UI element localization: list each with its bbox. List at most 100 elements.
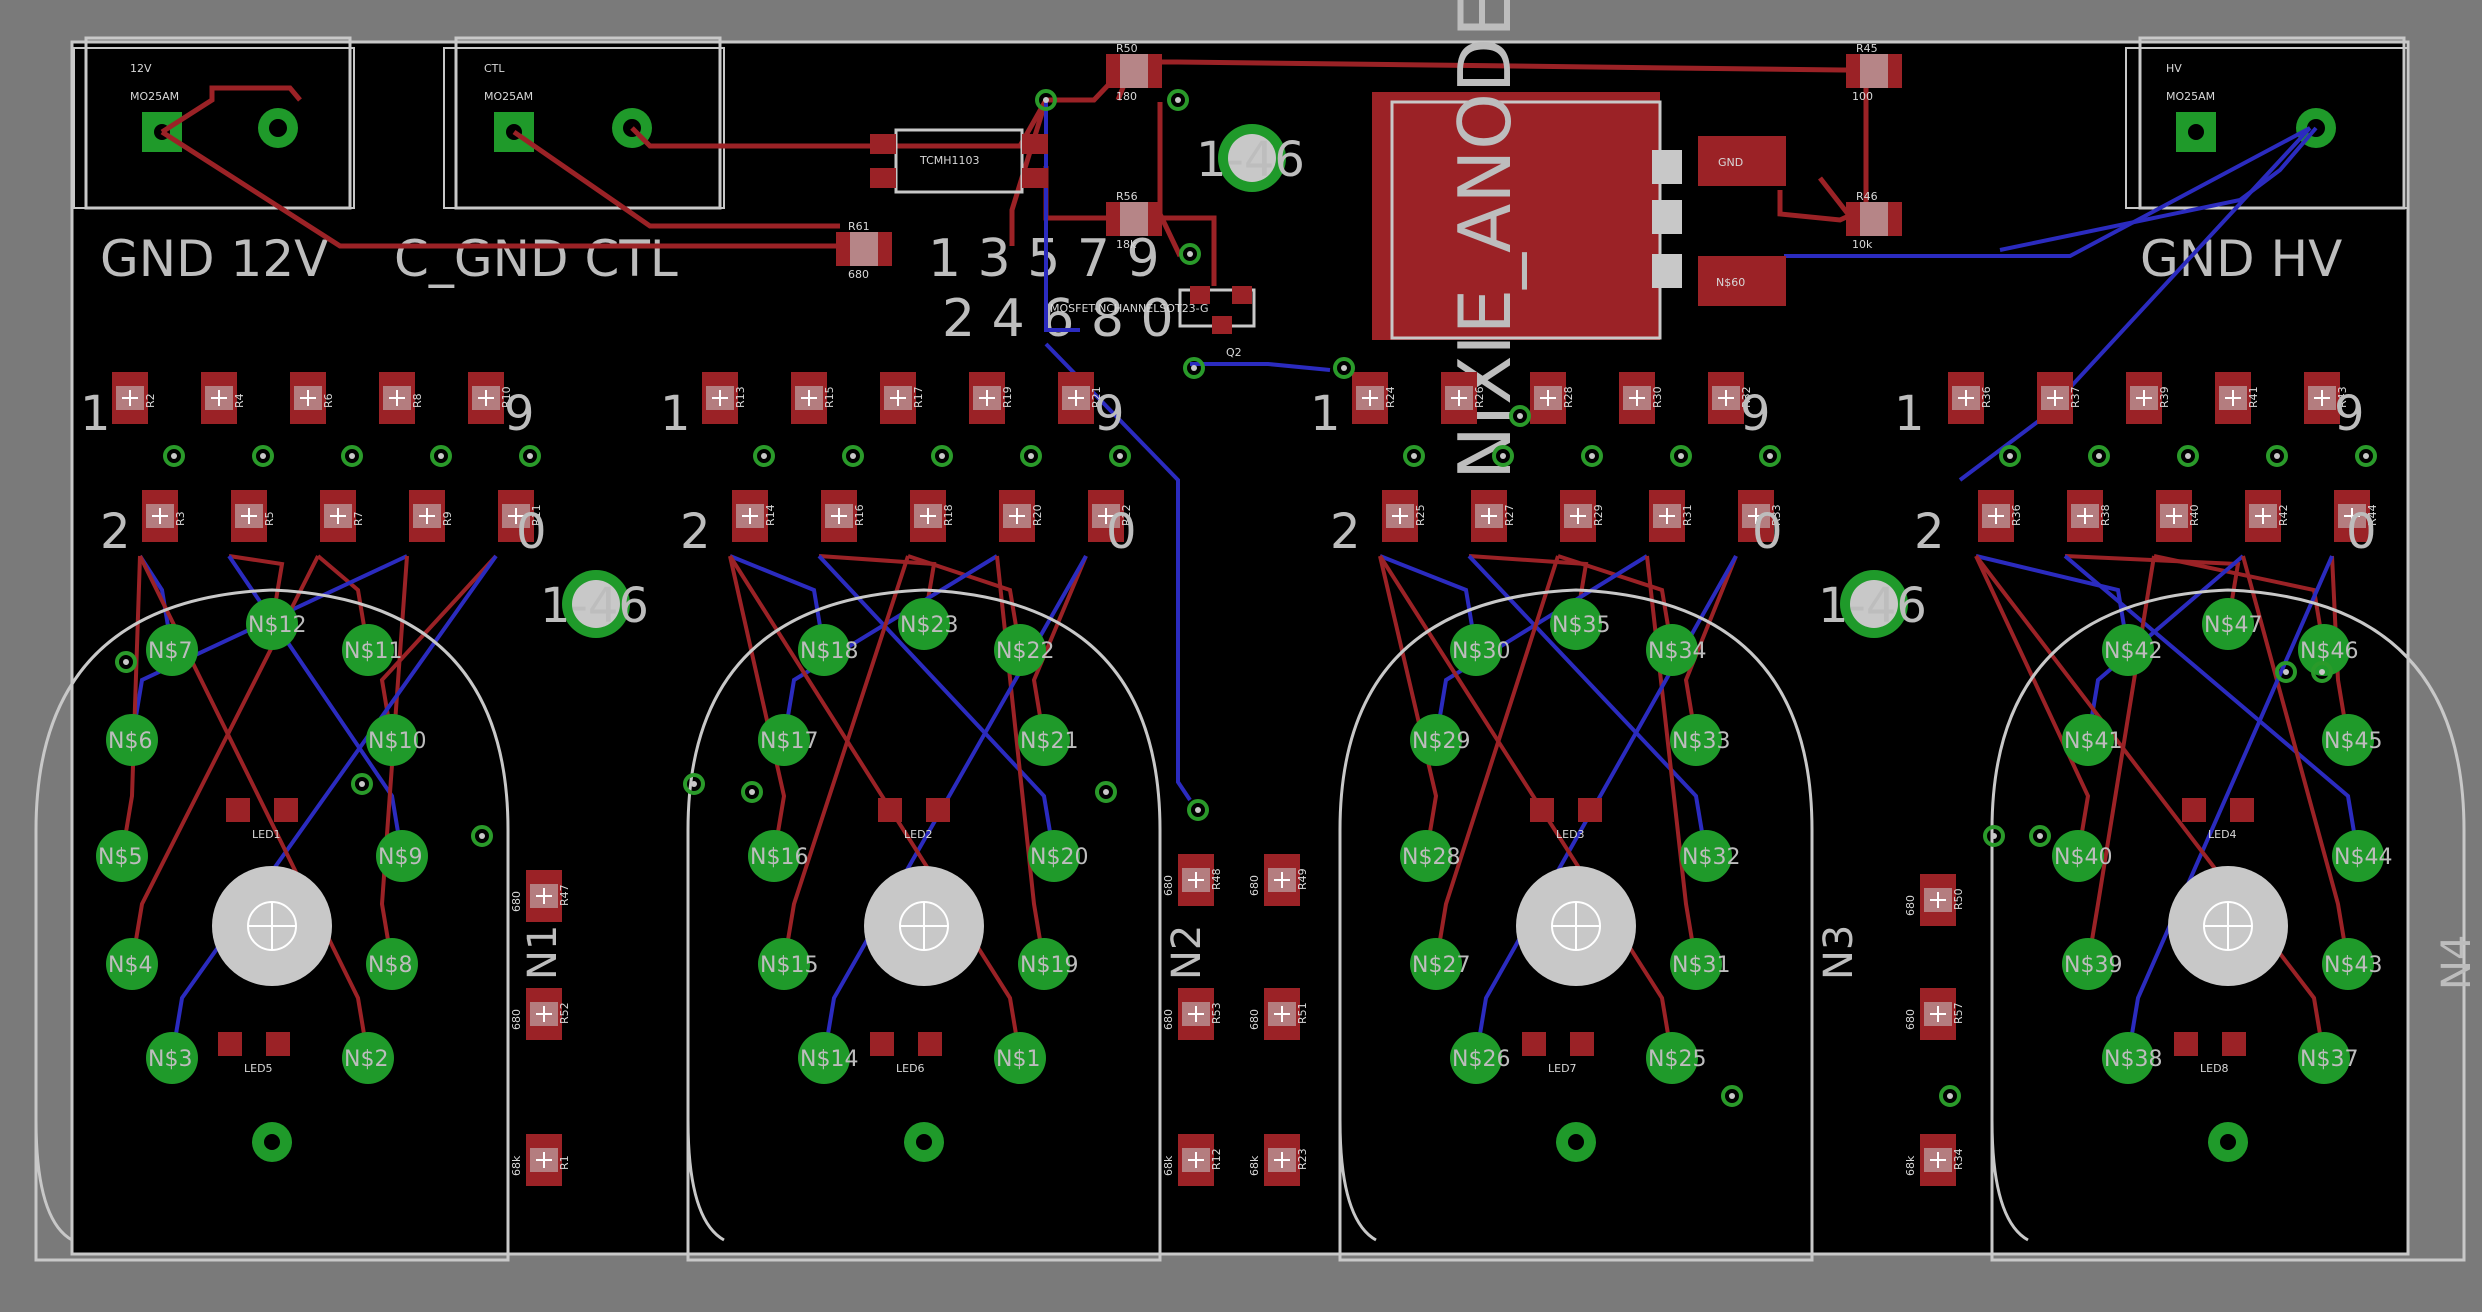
resistor-r42-b[interactable]: R42 bbox=[2245, 490, 2290, 542]
pin-n8[interactable]: N$8 bbox=[366, 938, 418, 990]
pin-n45[interactable]: N$45 bbox=[2322, 714, 2382, 766]
pin-n26[interactable]: N$26 bbox=[1450, 1032, 1510, 1084]
pin-n31[interactable]: N$31 bbox=[1670, 938, 1730, 990]
resistor-r25-b[interactable]: R25 bbox=[1382, 490, 1427, 542]
resistor-r7-b[interactable]: R7 bbox=[320, 490, 365, 542]
resistor-r46[interactable]: R46 10k bbox=[1846, 190, 1902, 251]
pin-n3[interactable]: N$3 bbox=[146, 1032, 198, 1084]
pin-n47[interactable]: N$47 bbox=[2202, 598, 2262, 650]
pin-n5[interactable]: N$5 bbox=[96, 830, 148, 882]
pin-n43[interactable]: N$43 bbox=[2322, 938, 2382, 990]
pin-n21[interactable]: N$21 bbox=[1018, 714, 1078, 766]
pin-n12[interactable]: N$12 bbox=[246, 598, 306, 650]
resistor-r32[interactable]: R32 bbox=[1708, 372, 1753, 424]
resistor-r1-mid[interactable]: R1 bbox=[526, 1134, 571, 1186]
pin-n34[interactable]: N$34 bbox=[1646, 624, 1706, 676]
pin-n9[interactable]: N$9 bbox=[376, 830, 428, 882]
pin-n44[interactable]: N$44 bbox=[2332, 830, 2392, 882]
resistor-r53-mid[interactable]: R53 bbox=[1178, 988, 1223, 1040]
resistor-r36[interactable]: R36 bbox=[1948, 372, 1993, 424]
resistor-r15[interactable]: R15 bbox=[791, 372, 836, 424]
pin-n41[interactable]: N$41 bbox=[2062, 714, 2122, 766]
resistor-r41[interactable]: R41 bbox=[2215, 372, 2260, 424]
resistor-r29-b[interactable]: R29 bbox=[1560, 490, 1605, 542]
resistor-r22-b[interactable]: R22 bbox=[1088, 490, 1133, 542]
pin-n16[interactable]: N$16 bbox=[748, 830, 808, 882]
resistor-r18-b[interactable]: R18 bbox=[910, 490, 955, 542]
led-led6[interactable]: LED6 bbox=[870, 1032, 942, 1075]
pin-n7[interactable]: N$7 bbox=[146, 624, 198, 676]
pin-n6[interactable]: N$6 bbox=[106, 714, 158, 766]
pin-n28[interactable]: N$28 bbox=[1400, 830, 1460, 882]
resistor-r20-b[interactable]: R20 bbox=[999, 490, 1044, 542]
pin-n1[interactable]: N$1 bbox=[994, 1032, 1046, 1084]
pin-n22[interactable]: N$22 bbox=[994, 624, 1054, 676]
pin-n14[interactable]: N$14 bbox=[798, 1032, 858, 1084]
resistor-r23-mid[interactable]: R23 bbox=[1264, 1134, 1309, 1186]
pin-n2[interactable]: N$2 bbox=[342, 1032, 394, 1084]
resistor-r40-b[interactable]: R40 bbox=[2156, 490, 2201, 542]
resistor-r17[interactable]: R17 bbox=[880, 372, 925, 424]
resistor-r56[interactable]: R56 18k bbox=[1106, 190, 1162, 251]
pin-n37[interactable]: N$37 bbox=[2298, 1032, 2358, 1084]
resistor-r57-mid[interactable]: R57 bbox=[1920, 988, 1965, 1040]
resistor-r26[interactable]: R26 bbox=[1441, 372, 1486, 424]
pin-n33[interactable]: N$33 bbox=[1670, 714, 1730, 766]
pin-n23[interactable]: N$23 bbox=[898, 598, 958, 650]
resistor-r19[interactable]: R19 bbox=[969, 372, 1014, 424]
connector-12v[interactable]: 12V MO25AM bbox=[73, 36, 355, 210]
resistor-r21[interactable]: R21 bbox=[1058, 372, 1103, 424]
pin-n39[interactable]: N$39 bbox=[2062, 938, 2122, 990]
resistor-r44-b[interactable]: R44 bbox=[2334, 490, 2379, 542]
connector-hv[interactable]: HV MO25AM bbox=[2125, 36, 2409, 210]
led-led3[interactable]: LED3 bbox=[1530, 798, 1602, 841]
resistor-r52-mid[interactable]: R52 bbox=[526, 988, 571, 1040]
pin-n46[interactable]: N$46 bbox=[2298, 624, 2358, 676]
resistor-r5-b[interactable]: R5 bbox=[231, 490, 276, 542]
resistor-r30[interactable]: R30 bbox=[1619, 372, 1664, 424]
resistor-r9-b[interactable]: R9 bbox=[409, 490, 454, 542]
led-led8[interactable]: LED8 bbox=[2174, 1032, 2246, 1075]
pin-n17[interactable]: N$17 bbox=[758, 714, 818, 766]
resistor-r51-mid[interactable]: R51 bbox=[1264, 988, 1309, 1040]
pin-n25[interactable]: N$25 bbox=[1646, 1032, 1706, 1084]
resistor-r10[interactable]: R10 bbox=[468, 372, 513, 424]
resistor-r13[interactable]: R13 bbox=[702, 372, 747, 424]
resistor-r12-mid[interactable]: R12 bbox=[1178, 1134, 1223, 1186]
pin-n27[interactable]: N$27 bbox=[1410, 938, 1470, 990]
pin-n40[interactable]: N$40 bbox=[2052, 830, 2112, 882]
resistor-r37[interactable]: R37 bbox=[2037, 372, 2082, 424]
resistor-r45[interactable]: R45 100 bbox=[1846, 42, 1902, 103]
pin-n35[interactable]: N$35 bbox=[1550, 598, 1610, 650]
resistor-r48-mid[interactable]: R48 bbox=[1178, 854, 1223, 906]
resistor-r3-b[interactable]: R3 bbox=[142, 490, 187, 542]
resistor-r6[interactable]: R6 bbox=[290, 372, 335, 424]
resistor-r61[interactable]: R61 680 bbox=[836, 220, 892, 281]
resistor-r43[interactable]: R43 bbox=[2304, 372, 2349, 424]
pin-n32[interactable]: N$32 bbox=[1680, 830, 1740, 882]
resistor-r36-b[interactable]: R36 bbox=[1978, 490, 2023, 542]
pin-n29[interactable]: N$29 bbox=[1410, 714, 1470, 766]
resistor-r27-b[interactable]: R27 bbox=[1471, 490, 1516, 542]
pin-n19[interactable]: N$19 bbox=[1018, 938, 1078, 990]
resistor-r4[interactable]: R4 bbox=[201, 372, 246, 424]
resistor-r47-mid[interactable]: R47 bbox=[526, 870, 571, 922]
pin-n20[interactable]: N$20 bbox=[1028, 830, 1088, 882]
pin-n42[interactable]: N$42 bbox=[2102, 624, 2162, 676]
resistor-r39[interactable]: R39 bbox=[2126, 372, 2171, 424]
resistor-r2[interactable]: R2 bbox=[112, 372, 157, 424]
pin-n38[interactable]: N$38 bbox=[2102, 1032, 2162, 1084]
led-led4[interactable]: LED4 bbox=[2182, 798, 2254, 841]
resistor-r50-mid[interactable]: R50 bbox=[1920, 874, 1965, 926]
resistor-r24[interactable]: R24 bbox=[1352, 372, 1397, 424]
resistor-r28[interactable]: R28 bbox=[1530, 372, 1575, 424]
resistor-r11-b[interactable]: R11 bbox=[498, 490, 543, 542]
pin-n10[interactable]: N$10 bbox=[366, 714, 426, 766]
pin-n4[interactable]: N$4 bbox=[106, 938, 158, 990]
resistor-r49-mid[interactable]: R49 bbox=[1264, 854, 1309, 906]
regulator-nixie-anode[interactable]: GND N$60 NIXIE_ANODE bbox=[1372, 0, 1786, 480]
mosfet-q2[interactable]: MOSFET-NCHANNELSOT23-G Q2 bbox=[1050, 286, 1256, 359]
